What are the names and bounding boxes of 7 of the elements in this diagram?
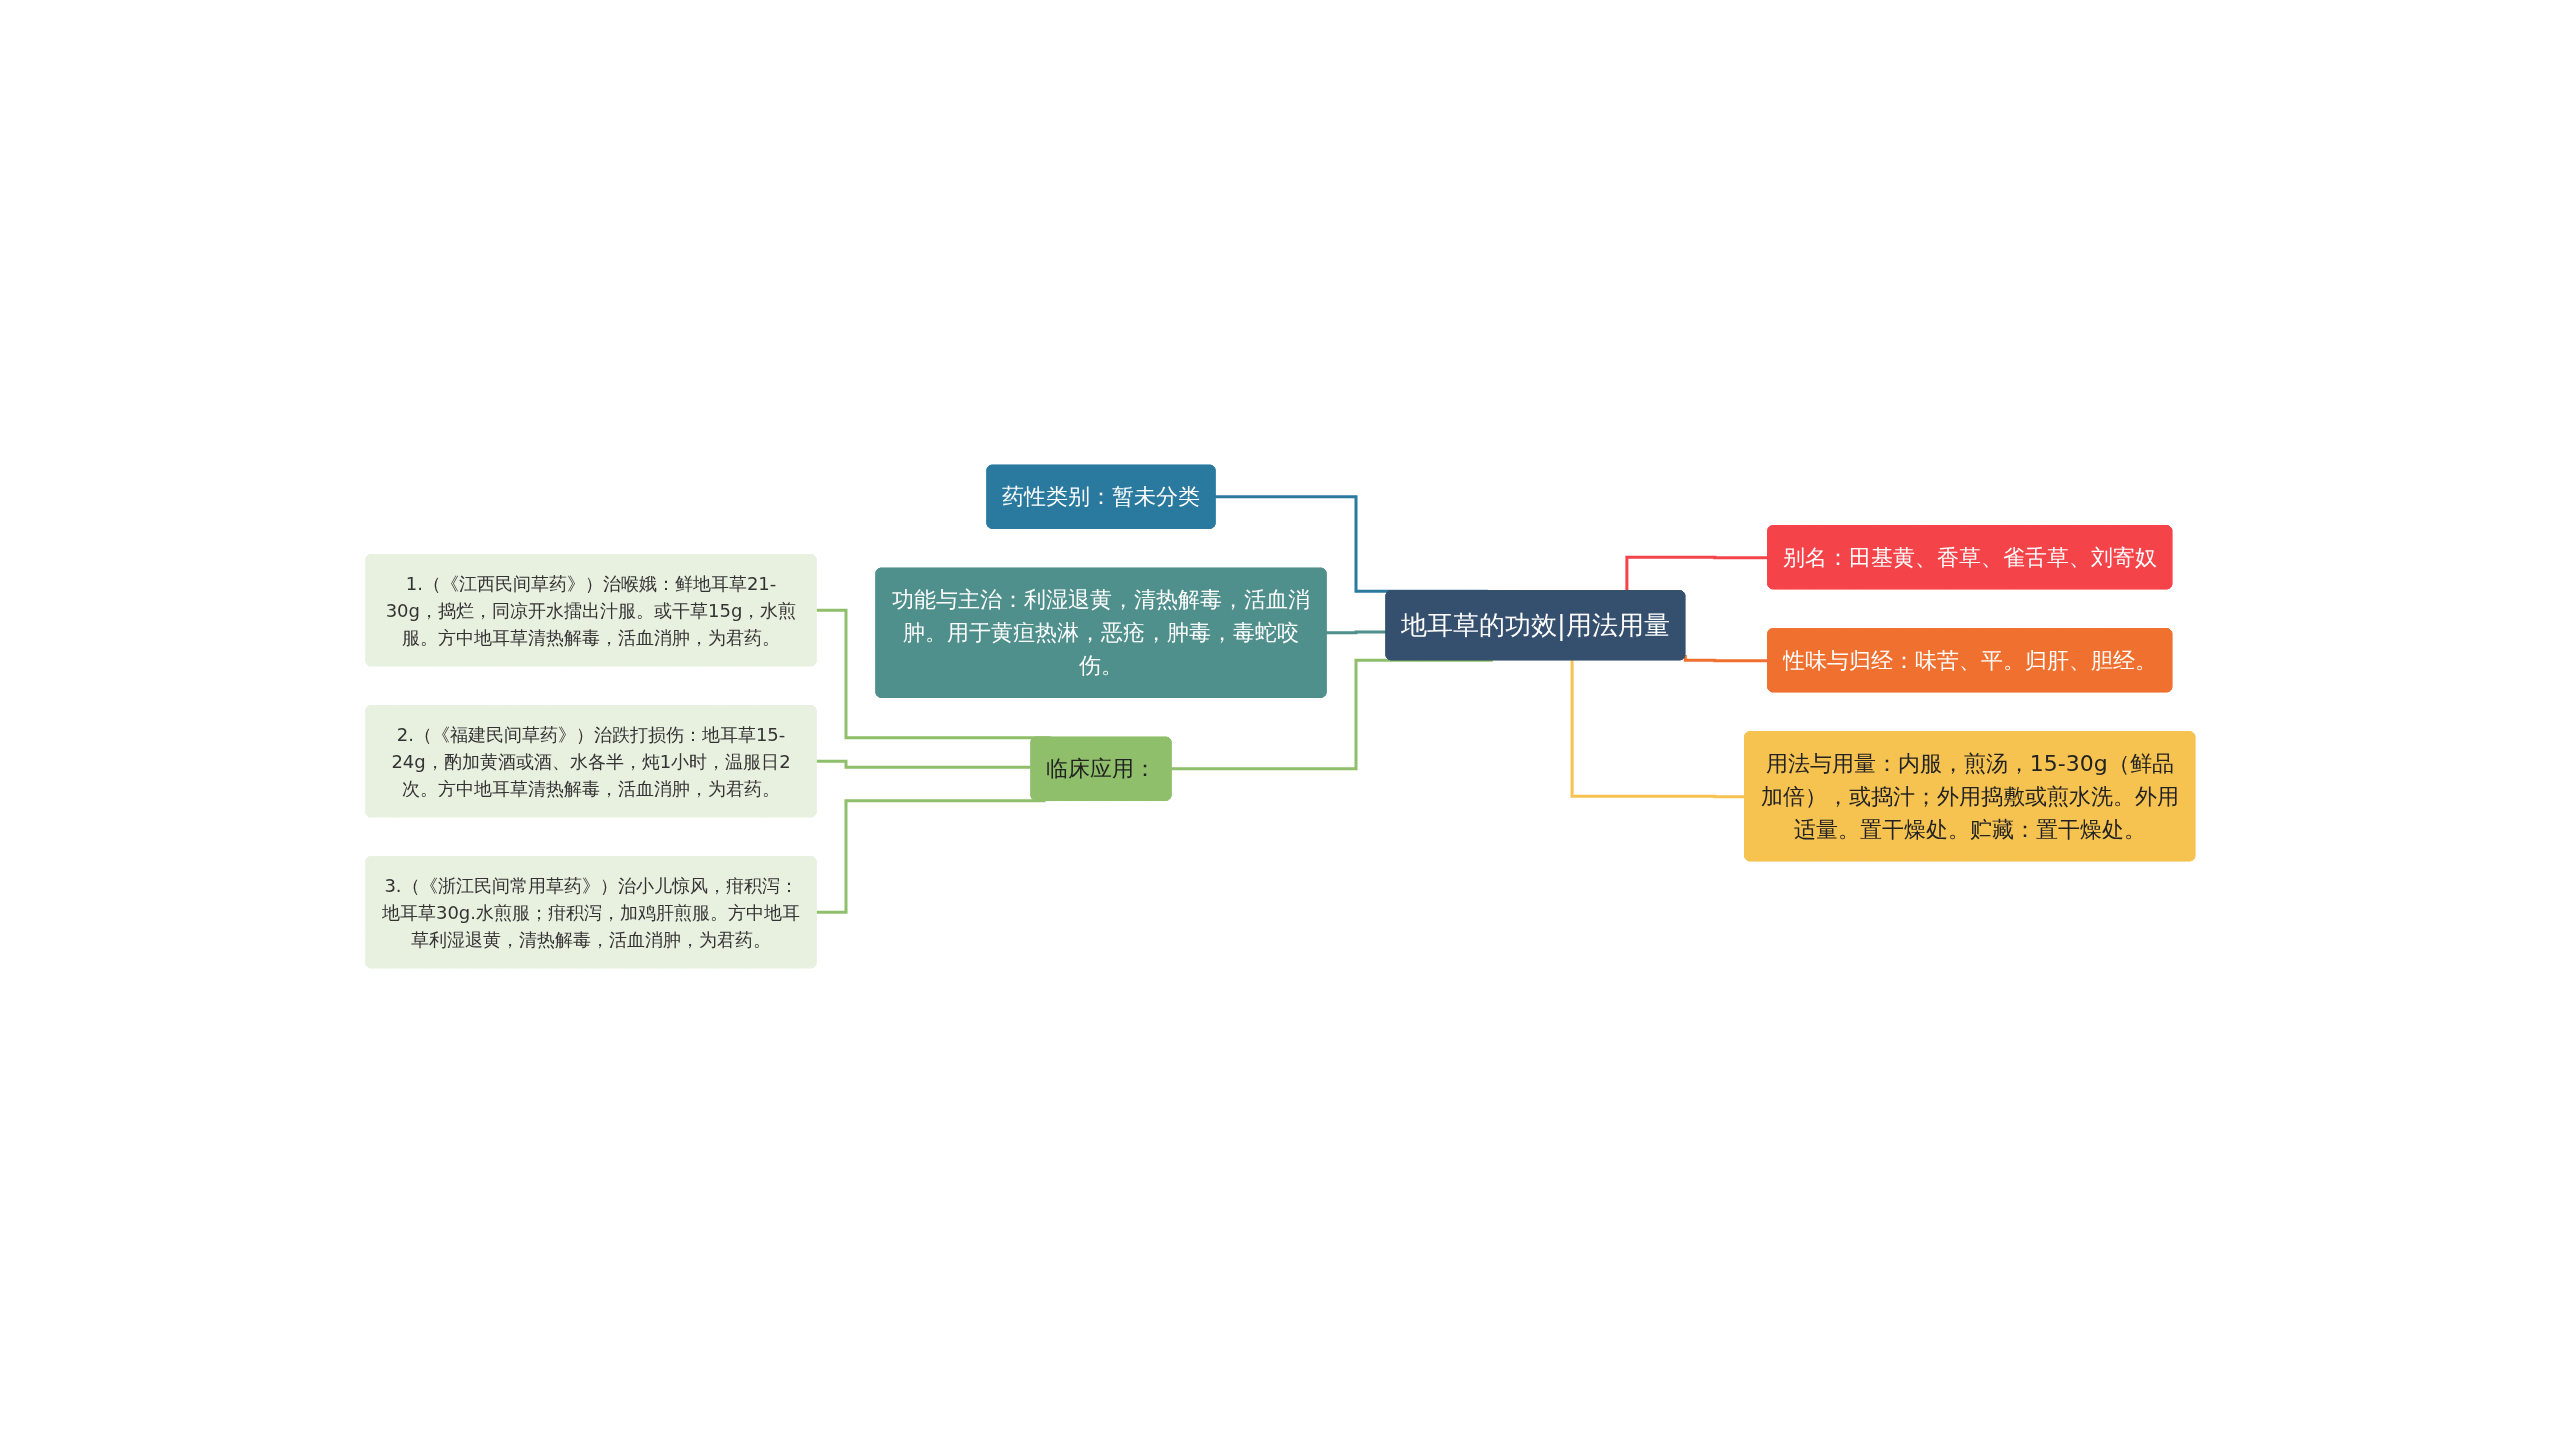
connector	[1570, 660, 1745, 799]
connector	[1625, 555, 1768, 592]
connector	[1324, 630, 1387, 635]
connector	[1683, 654, 1768, 663]
connector	[814, 799, 1046, 915]
connector	[814, 759, 1032, 769]
connector	[1169, 658, 1493, 771]
